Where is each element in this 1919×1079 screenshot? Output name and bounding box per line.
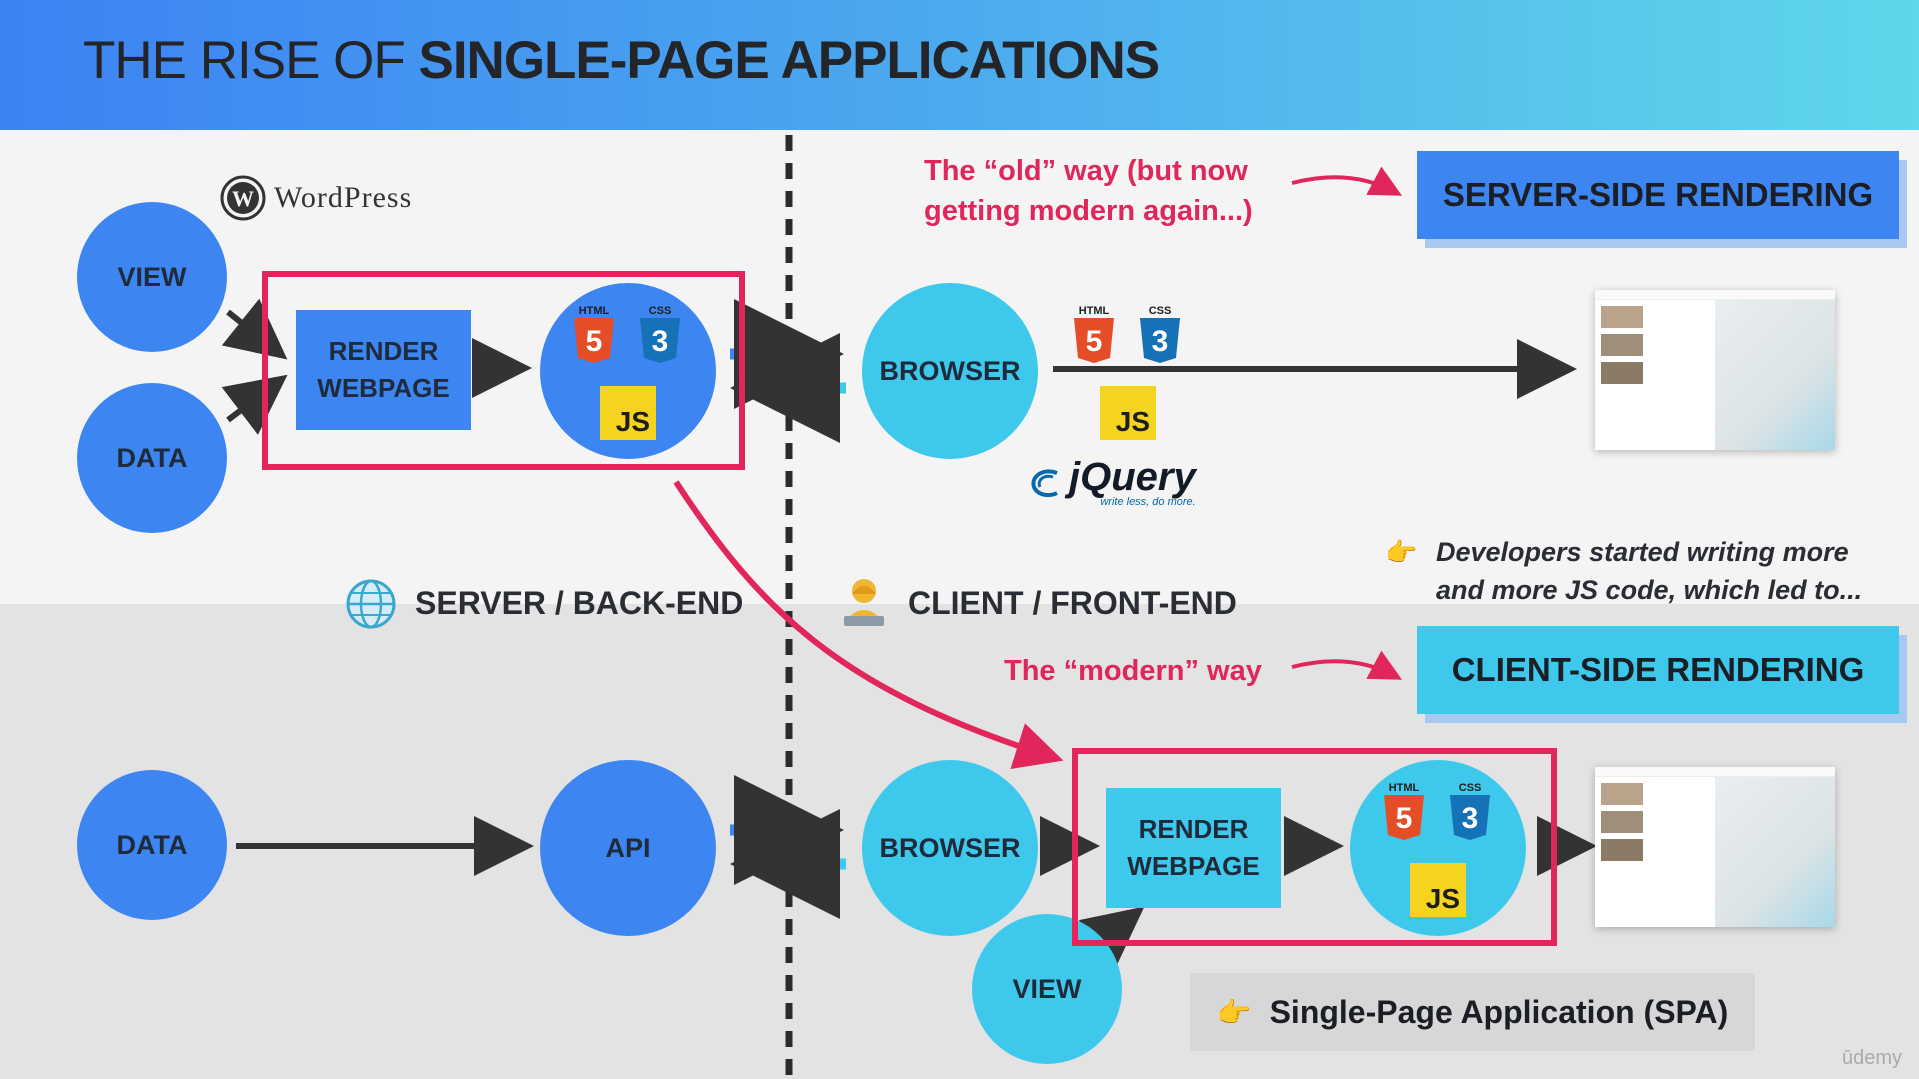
css3-badge: CSS 3 [636, 304, 684, 369]
udemy-watermark: ūdemy [1842, 1047, 1903, 1069]
html5-badge-browser: HTML 5 [1070, 304, 1118, 369]
server-render-frame [262, 271, 745, 470]
html5-badge: HTML 5 [570, 304, 618, 369]
globe-icon [345, 578, 397, 635]
spa-label: 👉 Single-Page Application (SPA) [1190, 973, 1755, 1051]
developer-note: Developers started writing more and more… [1436, 537, 1863, 605]
ssr-banner: SERVER-SIDE RENDERING [1417, 151, 1899, 239]
svg-text:3: 3 [1462, 802, 1479, 835]
server-backend-label: SERVER / BACK-END [415, 585, 744, 621]
svg-text:HTML: HTML [579, 305, 610, 317]
js-badge-browser: JS [1100, 386, 1156, 440]
js-badge: JS [600, 386, 656, 440]
view-node-client: VIEW [972, 914, 1122, 1064]
wordpress-icon: W [220, 175, 266, 221]
svg-text:HTML: HTML [1389, 782, 1420, 794]
svg-text:5: 5 [1086, 325, 1103, 358]
svg-text:5: 5 [1396, 802, 1413, 835]
js-badge-client: JS [1410, 863, 1466, 917]
page-title: THE RISE OF SINGLE-PAGE APPLICATIONS [83, 31, 1160, 90]
browser-node-server: BROWSER [862, 283, 1038, 459]
old-way-annotation: The “old” way (but now getting modern ag… [924, 155, 1253, 227]
header-bar [0, 0, 1919, 130]
jquery-swirl-icon [1031, 469, 1058, 498]
jquery-logo: jQuery write less, do more. [1027, 457, 1196, 508]
api-node: API [540, 760, 716, 936]
css3-badge-client: CSS 3 [1446, 781, 1494, 846]
css3-badge-browser: CSS 3 [1136, 304, 1184, 369]
render-webpage-client: RENDER WEBPAGE [1106, 788, 1281, 908]
svg-text:CSS: CSS [1459, 782, 1482, 794]
svg-text:CSS: CSS [1149, 305, 1172, 317]
svg-text:W: W [232, 186, 254, 211]
browser-node-client: BROWSER [862, 760, 1038, 936]
webpage-preview-bottom [1595, 767, 1835, 927]
render-webpage-server: RENDER WEBPAGE [296, 310, 471, 430]
wordpress-logo: W WordPress [220, 175, 412, 221]
data-node-client: DATA [77, 770, 227, 920]
view-node-server: VIEW [77, 202, 227, 352]
modern-way-annotation: The “modern” way [1004, 655, 1262, 687]
pointing-hand-icon: 👉 [1216, 996, 1252, 1028]
svg-text:3: 3 [652, 325, 669, 358]
svg-text:HTML: HTML [1079, 305, 1110, 317]
client-render-frame [1072, 748, 1557, 946]
html5-badge-client: HTML 5 [1380, 781, 1428, 846]
svg-text:5: 5 [586, 325, 603, 358]
person-at-laptop-icon [840, 576, 888, 633]
svg-text:3: 3 [1152, 325, 1169, 358]
data-node-server: DATA [77, 383, 227, 533]
webpage-preview-top [1595, 290, 1835, 450]
svg-text:CSS: CSS [649, 305, 672, 317]
pointing-hand-icon: 👉 [1385, 537, 1418, 567]
csr-banner: CLIENT-SIDE RENDERING [1417, 626, 1899, 714]
client-frontend-label: CLIENT / FRONT-END [908, 585, 1237, 621]
